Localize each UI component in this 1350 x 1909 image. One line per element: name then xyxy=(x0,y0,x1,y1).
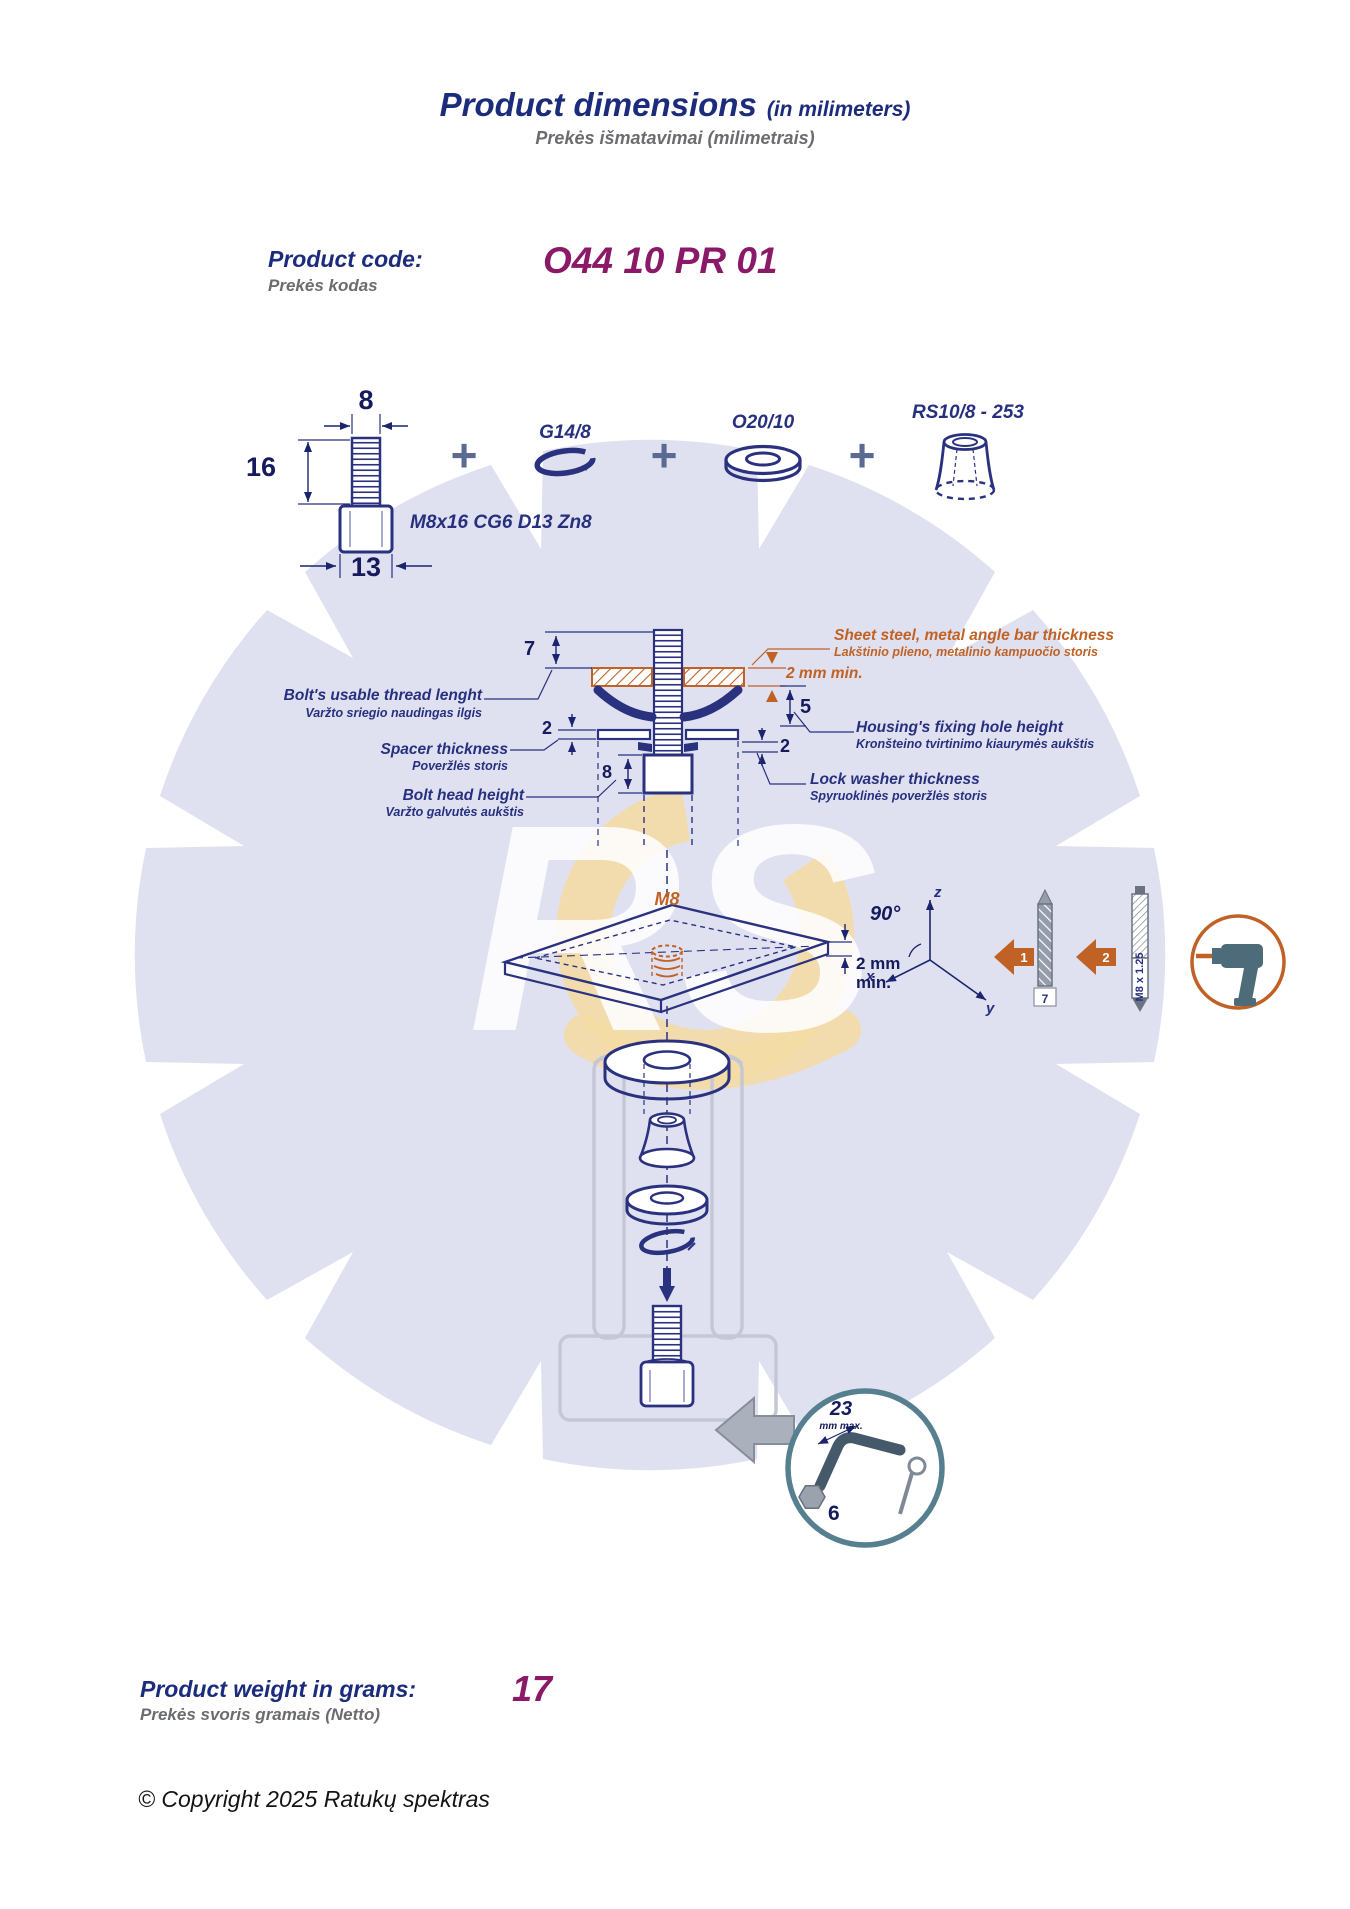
page-title: Product dimensions xyxy=(439,86,757,123)
section-dim-lock-washer: 2 xyxy=(780,736,791,756)
step-1-number: 1 xyxy=(1020,950,1028,965)
exploded-bushing xyxy=(638,1112,696,1169)
section-bolt-rod xyxy=(652,628,684,757)
key-size-label: 6 xyxy=(828,1502,840,1525)
spacer-part-label: RS10/8 - 253 xyxy=(912,402,1024,423)
plate-min-thickness-2: min. xyxy=(856,973,891,992)
exploded-diagram xyxy=(500,850,1286,1465)
allen-key-badge xyxy=(785,1388,945,1548)
drill-angle-label: 90° xyxy=(870,903,901,925)
spacer-label-lt: Poveržlės storis xyxy=(412,759,508,773)
axes xyxy=(885,900,987,1001)
section-dim-thread-length: 7 xyxy=(524,638,536,660)
page-title-row: Product dimensions (in milimeters) xyxy=(0,86,1350,124)
axis-z-label: z xyxy=(934,884,942,901)
bolt-dim-width: 8 xyxy=(358,385,374,415)
housing-jaw-left xyxy=(593,685,657,722)
exploded-bolt xyxy=(639,1304,695,1408)
weight-label-en: Product weight in grams: xyxy=(140,1676,417,1702)
thread-length-label-lt: Varžto sriegio naudingas ilgis xyxy=(305,706,482,720)
plus-sign-2: + xyxy=(650,429,678,481)
section-diagram xyxy=(484,628,854,848)
bolt-head-label-en: Bolt head height xyxy=(402,787,524,804)
hex-nut-icon xyxy=(798,1484,826,1510)
plus-sign-3: + xyxy=(848,429,876,481)
bolt-dim-head: 13 xyxy=(350,552,382,582)
exploded-lock-washer xyxy=(639,1228,696,1256)
weight-label-lt: Prekės svoris gramais (Netto) xyxy=(140,1705,380,1724)
drill-size-label: 7 xyxy=(1041,992,1049,1006)
lock-washer-part-label: G14/8 xyxy=(539,422,591,443)
section-dim-spacer: 2 xyxy=(542,718,553,738)
housing-jaw-right xyxy=(679,685,743,722)
tool-pointer-arrow xyxy=(714,1395,795,1465)
sheet-steel-left xyxy=(591,667,653,687)
lock-washer-section-right xyxy=(684,742,698,752)
wire-key-arm xyxy=(898,1472,914,1515)
sheet-label-en: Sheet steel, metal angle bar thickness xyxy=(834,627,1114,644)
weight-value: 17 xyxy=(512,1668,553,1709)
washer-part-label: O20/10 xyxy=(731,412,795,433)
bolt-dim-length: 16 xyxy=(245,452,276,482)
step-2-number: 2 xyxy=(1102,950,1110,965)
exploded-big-washer xyxy=(603,1039,731,1114)
disc-blade-silhouette xyxy=(134,439,1166,1471)
bolt-head xyxy=(338,504,394,554)
copyright: © Copyright 2025 Ratukų spektras xyxy=(138,1786,490,1812)
plate-min-thickness: 2 mm xyxy=(856,954,901,973)
sheet-steel-right xyxy=(683,667,745,687)
thread-tap xyxy=(1131,886,1149,1012)
axis-x-label: x xyxy=(866,968,875,985)
axis-y-label: y xyxy=(986,1000,995,1017)
bolt-drawing xyxy=(298,414,432,578)
product-code-label-en: Product code: xyxy=(268,246,423,272)
spacer-plate-left xyxy=(596,728,652,741)
product-code-label-lt: Prekės kodas xyxy=(268,276,378,295)
wire-key-loop xyxy=(907,1456,927,1476)
key-length-unit: mm max. xyxy=(819,1421,863,1432)
bolt-stud xyxy=(350,436,382,508)
product-code-value: O44 10 PR 01 xyxy=(543,240,778,281)
section-bolt-head xyxy=(642,753,694,795)
section-dim-bolt-head: 8 xyxy=(602,762,613,782)
step-2-arrow xyxy=(1076,939,1116,975)
bolt-head-label-lt: Varžto galvutės aukštis xyxy=(385,805,524,819)
thread-size-label: M8 xyxy=(654,889,680,909)
lock-washer-drawing xyxy=(534,447,596,477)
spacer-bushing-drawing xyxy=(934,433,996,501)
lock-washer-label-en: Lock washer thickness xyxy=(810,771,980,788)
spacer-plate-right xyxy=(684,728,740,741)
step-1-arrow xyxy=(994,939,1034,975)
watermark-logo: RS xyxy=(468,763,879,1093)
sheet-label-lt: Lakštinio plieno, metalinio kampuočio st… xyxy=(834,645,1098,659)
section-dim-sheet: 2 mm min. xyxy=(786,665,863,682)
flat-washer-drawing xyxy=(724,444,802,483)
watermark-gold-ring xyxy=(556,786,854,1084)
tap-size-label: M8 x 1.25 xyxy=(1134,952,1146,1002)
thread-length-label-en: Bolt's usable thread lenght xyxy=(283,687,482,704)
page-title-suffix: (in milimeters) xyxy=(766,98,911,121)
key-length-label: 23 xyxy=(829,1398,853,1420)
lock-washer-section-left xyxy=(638,742,652,752)
exploded-flat-washer xyxy=(625,1184,709,1226)
page-subtitle: Prekės išmatavimai (milimetrais) xyxy=(535,128,815,148)
housing-label-en: Housing's fixing hole height xyxy=(856,719,1063,736)
plus-sign-1: + xyxy=(450,429,478,481)
down-arrow xyxy=(659,1268,675,1302)
bolt-part-label: M8x16 CG6 D13 Zn8 xyxy=(410,512,592,533)
threaded-hole xyxy=(651,944,683,978)
watermark-letters: RS xyxy=(468,763,879,1093)
housing-label-lt: Kronšteino tvirtinimo kiaurymės aukštis xyxy=(856,737,1095,751)
lock-washer-label-lt: Spyruoklinės poveržlės storis xyxy=(810,789,988,803)
section-dim-housing: 5 xyxy=(800,696,812,718)
spacer-label-en: Spacer thickness xyxy=(380,741,508,758)
drill-bit xyxy=(1033,888,1057,1007)
drill-icon xyxy=(1190,914,1286,1010)
